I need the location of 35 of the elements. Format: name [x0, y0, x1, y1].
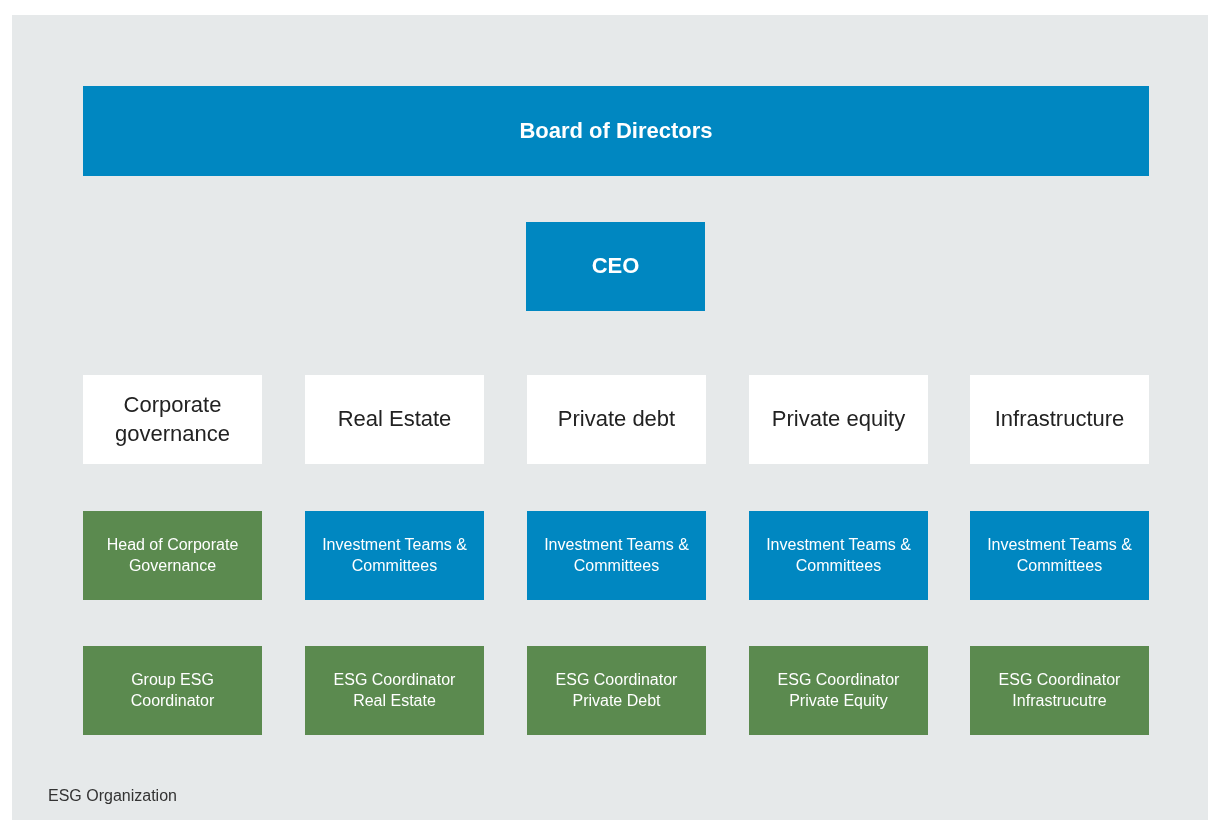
box-label: Investment Teams & Committees [321, 534, 468, 576]
box-label: CEO [591, 252, 640, 281]
box-label: ESG Coordinator Private Debt [554, 669, 679, 711]
box-label: Infrastructure [994, 405, 1125, 434]
role-box [749, 511, 928, 600]
role-box [527, 646, 706, 735]
box-label: Investment Teams & Committees [543, 534, 690, 576]
division-box [83, 375, 262, 464]
box-label: Private debt [557, 405, 676, 434]
division-box [970, 375, 1149, 464]
header-box [83, 86, 1149, 176]
box-label: Group ESG Coordinator [129, 669, 216, 711]
box-label: Board of Directors [519, 116, 713, 145]
box-label: Private equity [771, 405, 906, 434]
role-box [970, 646, 1149, 735]
box-label: Real Estate [337, 405, 452, 434]
box-label: ESG Coordinator Real Estate [332, 669, 457, 711]
division-box [749, 375, 928, 464]
role-box [526, 222, 705, 311]
box-label: Corporate governance [114, 390, 231, 448]
role-box [83, 511, 262, 600]
box-label: ESG Coordinator Infrastrucutre [997, 669, 1122, 711]
role-box [305, 646, 484, 735]
box-label: Investment Teams & Committees [765, 534, 912, 576]
box-label: ESG Coordinator Private Equity [776, 669, 901, 711]
role-box [83, 646, 262, 735]
role-box [305, 511, 484, 600]
role-box [527, 511, 706, 600]
role-box [749, 646, 928, 735]
caption: ESG Organization [48, 787, 177, 805]
division-box [527, 375, 706, 464]
division-box [305, 375, 484, 464]
role-box [970, 511, 1149, 600]
box-label: Investment Teams & Committees [986, 534, 1133, 576]
box-label: Head of Corporate Governance [105, 534, 240, 576]
